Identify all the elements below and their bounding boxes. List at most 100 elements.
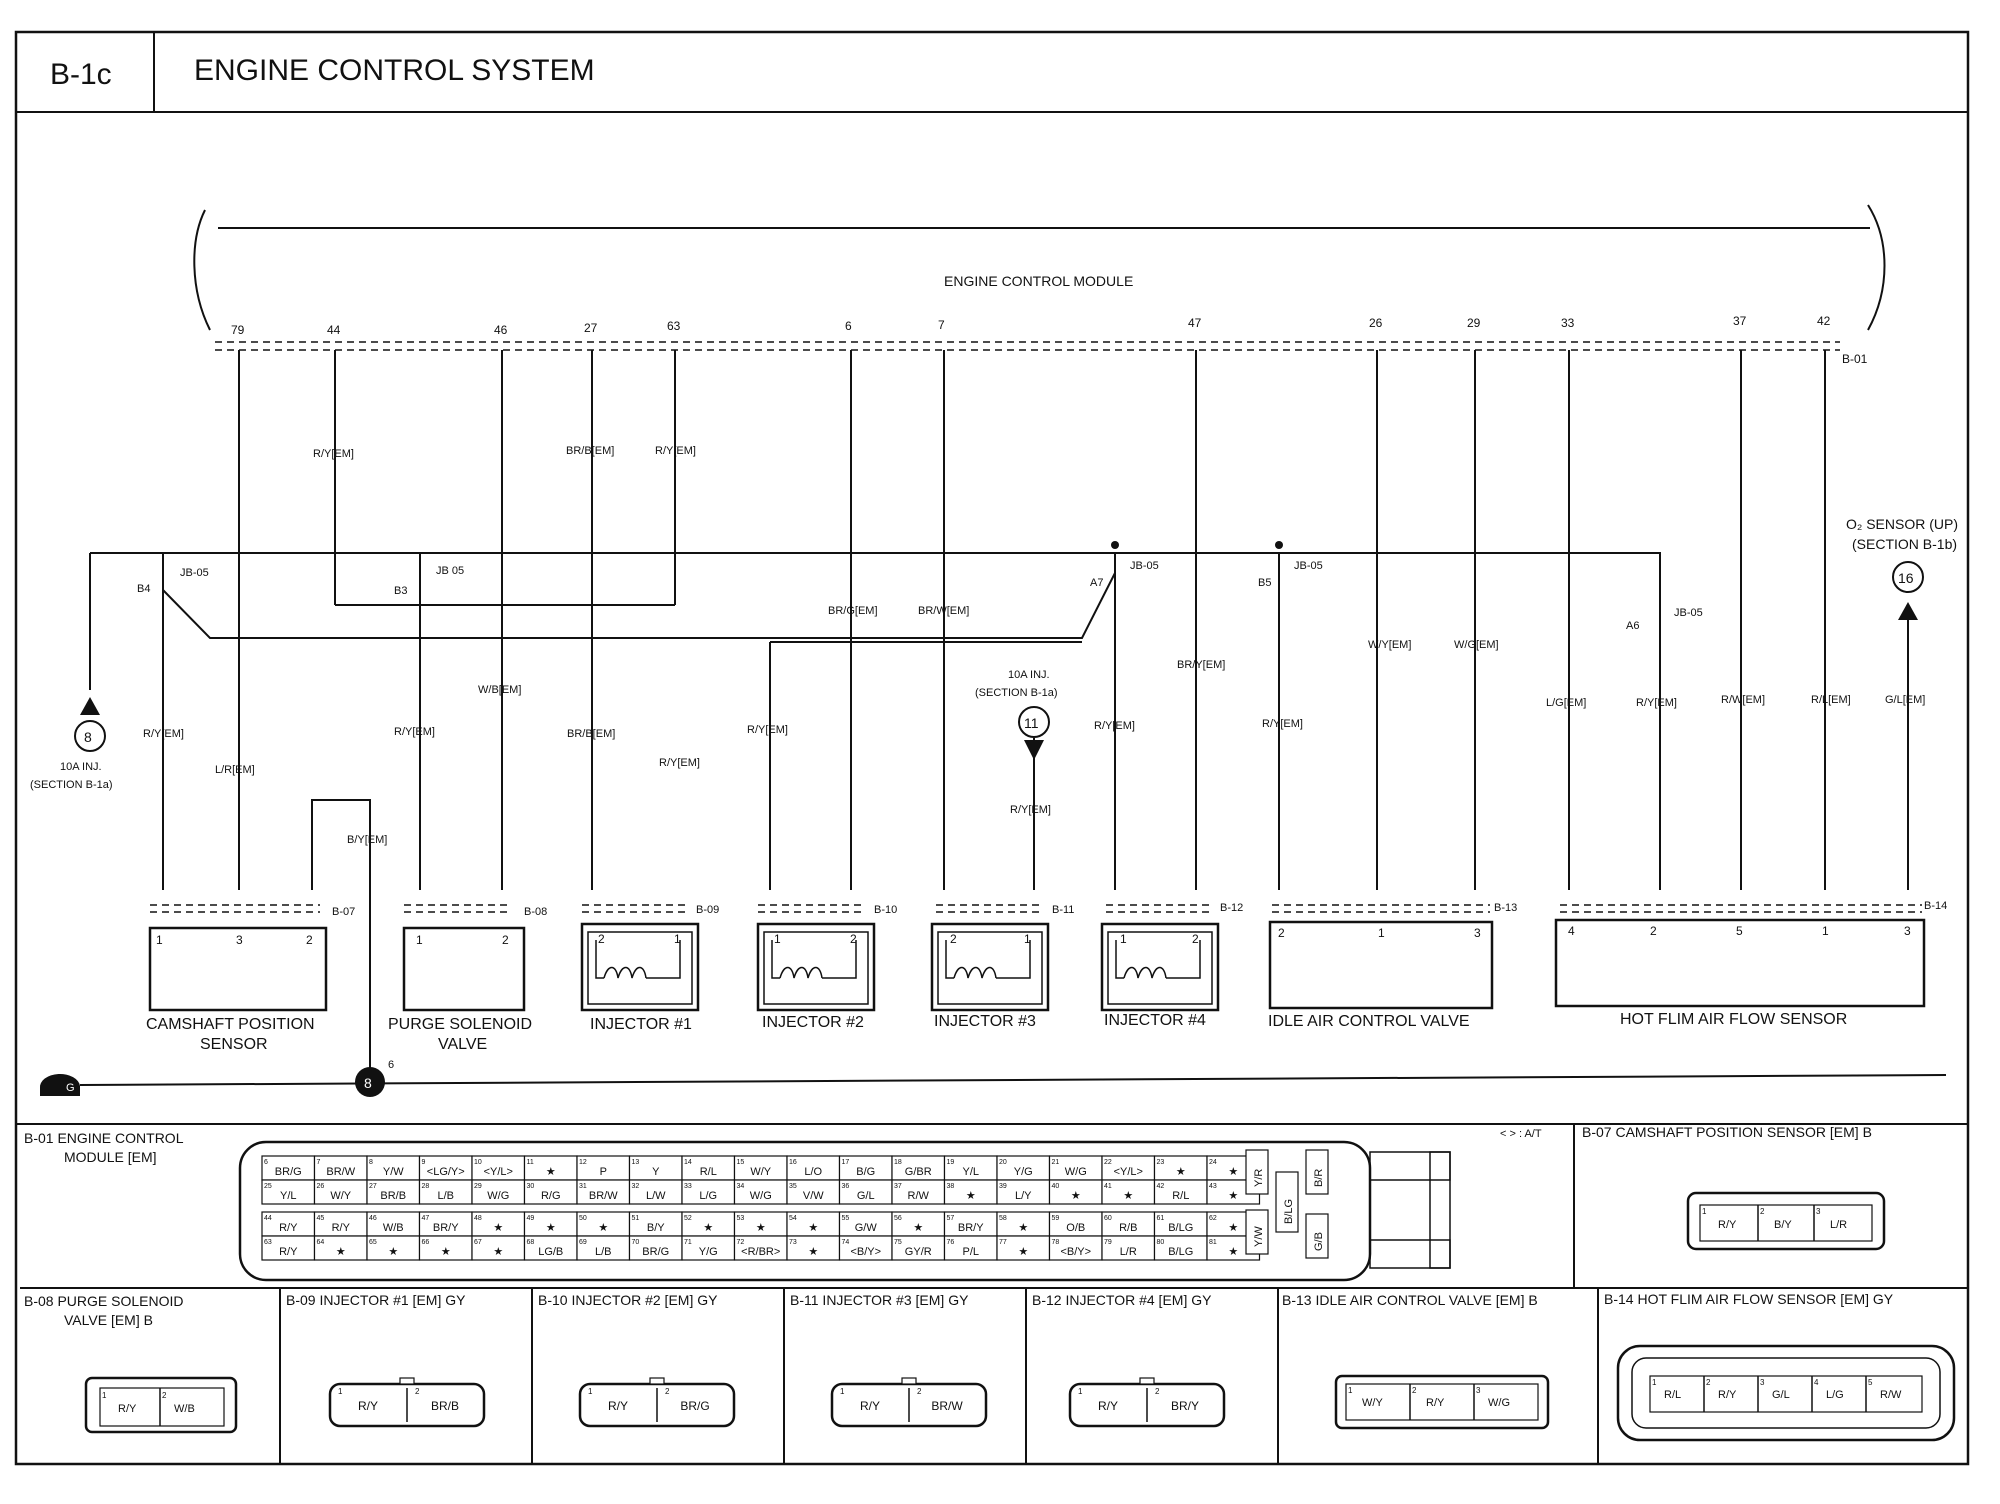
- b01-pin-number: 62: [1209, 1215, 1217, 1222]
- offpage-line2: (SECTION B-1b): [1852, 536, 1957, 552]
- b01-pin-number: 60: [1104, 1215, 1112, 1222]
- b01-pin-color: R/W: [908, 1190, 930, 1202]
- component-idle-air-control-valve[interactable]: B-13 2 1 3 IDLE AIR CONTROL VALVE: [1268, 902, 1517, 1030]
- b13-title: B-13 IDLE AIR CONTROL VALVE [EM] B: [1282, 1292, 1538, 1308]
- wire-label: R/Y[EM]: [1636, 697, 1677, 709]
- b01-pin-number: 61: [1157, 1215, 1165, 1222]
- b01-pin-color: ★: [598, 1222, 608, 1234]
- b01-pin-color: Y: [652, 1166, 660, 1178]
- b01-pin-number: 74: [842, 1239, 850, 1246]
- b01-pin-color: W/B: [383, 1222, 404, 1234]
- cell-pin: 2: [1412, 1386, 1417, 1395]
- cell-color: R/L: [1664, 1389, 1681, 1401]
- b01-pin-color: ★: [1071, 1190, 1081, 1202]
- b01-pin-cell: [891, 1155, 946, 1181]
- cell-pin: 1: [102, 1391, 107, 1400]
- wire-label: B/Y[EM]: [347, 834, 387, 846]
- b01-pin-color: BR/Y: [958, 1222, 984, 1234]
- wire-label: R/Y[EM]: [143, 728, 184, 740]
- cell-pin: 1: [1078, 1387, 1083, 1396]
- wire-label: W/G[EM]: [1454, 639, 1499, 651]
- pin-number: 2: [1192, 932, 1199, 946]
- b01-pin-color: R/B: [1119, 1222, 1137, 1234]
- cell-pin: 1: [338, 1387, 343, 1396]
- b01-pin-number: 71: [684, 1239, 692, 1246]
- ecm-label: ENGINE CONTROL MODULE: [944, 273, 1133, 289]
- b01-pin-color: ★: [808, 1246, 818, 1258]
- component-name: INJECTOR #4: [1104, 1012, 1206, 1029]
- b01-pin-number: 42: [1157, 1183, 1165, 1190]
- wire-label: R/Y[EM]: [747, 724, 788, 736]
- b01-pin-color: W/G: [750, 1190, 772, 1202]
- cell-pin: 1: [1652, 1378, 1657, 1387]
- cell-color: BR/B: [431, 1399, 459, 1413]
- b01-pin-number: 35: [789, 1183, 797, 1190]
- b01-pin-color: BR/W: [589, 1190, 618, 1202]
- b01-pin-cell: [1101, 1235, 1156, 1261]
- component-name: IDLE AIR CONTROL VALVE: [1268, 1013, 1470, 1030]
- b01-pin-color: ★: [336, 1246, 346, 1258]
- b01-pin-cell: [313, 1155, 368, 1181]
- component-air-flow-sensor[interactable]: B-14 4 2 5 1 3 HOT FLIM AIR FLOW SENSOR: [1554, 900, 1947, 1028]
- b01-pin-number: 75: [894, 1239, 902, 1246]
- b01-pin-color: ★: [1228, 1246, 1238, 1258]
- b01-pin-number: 49: [527, 1215, 535, 1222]
- component-name-line2: SENSOR: [200, 1036, 268, 1053]
- b01-pin-color: ★: [1176, 1166, 1186, 1178]
- component-name: HOT FLIM AIR FLOW SENSOR: [1620, 1011, 1847, 1028]
- b01-pin-color: ★: [1018, 1222, 1028, 1234]
- splice-number: 8: [364, 1075, 372, 1091]
- b01-pin-color: G/L: [857, 1190, 875, 1202]
- offpage-ref-8: 8 10A INJ. (SECTION B-1a): [30, 720, 113, 791]
- component-name: INJECTOR #2: [762, 1014, 864, 1031]
- b01-pin-cell: [418, 1179, 473, 1205]
- b01-pin-number: 47: [422, 1215, 430, 1222]
- ground-icon: [39, 1073, 80, 1096]
- wire-label: BR/B[EM]: [566, 445, 614, 457]
- cell-pin: 3: [1476, 1386, 1481, 1395]
- cell-pin: 4: [1814, 1378, 1819, 1387]
- b01-pin-color: Y/L: [962, 1166, 979, 1178]
- connector-id: B-11: [1052, 904, 1074, 916]
- b01-pin-color: ★: [388, 1246, 398, 1258]
- b12-title: B-12 INJECTOR #4 [EM] GY: [1032, 1292, 1212, 1308]
- component-injector-2[interactable]: B-10 1 2 INJECTOR #2: [756, 904, 897, 1031]
- component-name: INJECTOR #1: [590, 1016, 692, 1033]
- pin-number: 2: [1650, 924, 1657, 938]
- b01-pin-number: 67: [474, 1239, 482, 1246]
- b01-pin-cell: [1153, 1179, 1208, 1205]
- component-purge-solenoid[interactable]: B-08 1 2 PURGE SOLENOID VALVE: [388, 906, 547, 1053]
- offpage-line2: (SECTION B-1a): [975, 687, 1058, 699]
- b01-pin-number: 33: [684, 1183, 692, 1190]
- b01-pin-number: 65: [369, 1239, 377, 1246]
- component-injector-4[interactable]: B-12 1 2 INJECTOR #4: [1100, 902, 1243, 1029]
- b01-pin-number: 69: [579, 1239, 587, 1246]
- component-camshaft-sensor[interactable]: B-07 1 3 2 CAMSHAFT POSITION SENSOR: [146, 906, 355, 1053]
- b01-pin-color: V/W: [803, 1190, 824, 1202]
- b01-pin-cell: [838, 1179, 893, 1205]
- b01-pin-color: L/Y: [1015, 1190, 1032, 1202]
- b01-pin-number: 20: [999, 1159, 1007, 1166]
- cell-color: BR/G: [680, 1399, 709, 1413]
- b01-pin-number: 76: [947, 1239, 955, 1246]
- b01-pin-number: 78: [1052, 1239, 1060, 1246]
- component-injector-1[interactable]: B-09 2 1 INJECTOR #1: [580, 904, 719, 1033]
- cell-color: R/Y: [860, 1399, 880, 1413]
- pin-number: 1: [1120, 932, 1127, 946]
- b01-pin-color: W/G: [1065, 1166, 1087, 1178]
- pin-number: 1: [674, 932, 681, 946]
- b01-pin-number: 66: [422, 1239, 430, 1246]
- junction-label: JB 05: [436, 565, 464, 577]
- cell-pin: 1: [1348, 1386, 1353, 1395]
- component-injector-3[interactable]: B-11 2 1 INJECTOR #3: [930, 904, 1074, 1030]
- b01-pin-number: 17: [842, 1159, 850, 1166]
- ecm-pin-labels: 79 44 46 27 63 6 7 47 26 29 33 37 42: [231, 314, 1831, 337]
- b01-pin-number: 23: [1157, 1159, 1165, 1166]
- b01-pin-number: 48: [474, 1215, 482, 1222]
- wire-label: R/W[EM]: [1721, 694, 1765, 706]
- b01-pin-number: 8: [369, 1159, 373, 1166]
- splice-pin: 6: [388, 1059, 394, 1071]
- splice-point: [355, 1067, 385, 1097]
- b01-pin-color: ★: [966, 1190, 976, 1202]
- b01-pin-color: L/G: [699, 1190, 717, 1202]
